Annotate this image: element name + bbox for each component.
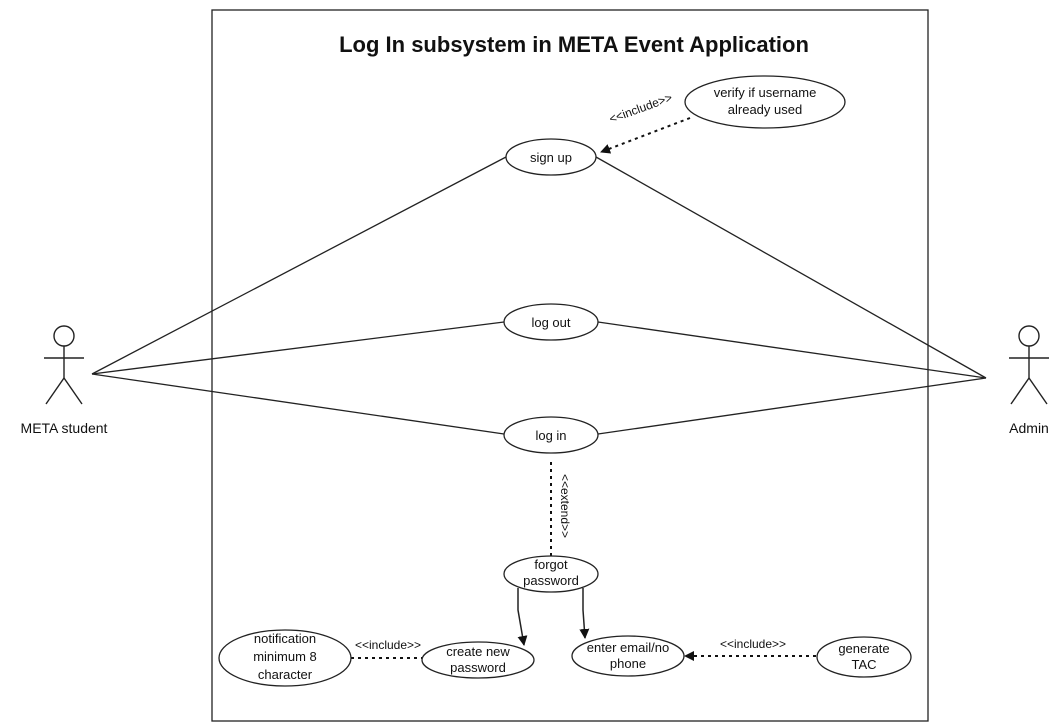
use-case-generate-tac: generate TAC — [816, 636, 912, 678]
use-case-create-new-password: create new password — [421, 641, 535, 679]
use-case-sign-up: sign up — [505, 138, 597, 176]
use-case-label: sign up — [530, 150, 572, 165]
use-case-label: minimum 8 — [253, 649, 317, 664]
use-case-label: phone — [610, 656, 646, 671]
include-verify-to-signup — [600, 117, 691, 154]
assoc-admin-login — [597, 377, 987, 435]
assoc-student-signup — [91, 156, 507, 375]
use-case-label: log in — [535, 428, 566, 443]
use-case-label: log out — [531, 315, 570, 330]
use-case-notification: notification minimum 8 character — [218, 629, 352, 687]
actor-label-student: META student — [21, 420, 108, 436]
diagram-title: Log In subsystem in META Event Applicati… — [339, 32, 809, 57]
actor-head-icon — [1018, 325, 1040, 347]
use-case-label: character — [258, 667, 313, 682]
label-include-notification: <<include>> — [355, 638, 421, 652]
use-case-label: enter email/no — [587, 640, 669, 655]
use-case-label: password — [523, 573, 579, 588]
assoc-student-login — [91, 373, 505, 435]
use-case-label: password — [450, 660, 506, 675]
label-extend-login: <<extend>> — [558, 474, 572, 538]
label-include-tac: <<include>> — [720, 637, 786, 651]
use-case-label: forgot — [534, 557, 568, 572]
associations — [91, 156, 987, 435]
use-case-label: create new — [446, 644, 510, 659]
actor-label-admin: Admin — [1009, 420, 1049, 436]
use-case-enter-email: enter email/no phone — [571, 635, 685, 677]
assoc-admin-signup — [595, 156, 987, 379]
use-case-label: generate — [838, 641, 889, 656]
arrow-forgot-to-create — [517, 588, 528, 646]
use-case-label: already used — [728, 102, 802, 117]
assoc-student-logout — [91, 321, 505, 375]
dependencies — [348, 117, 816, 661]
use-case-label: notification — [254, 631, 316, 646]
use-case-verify-username: verify if username already used — [684, 75, 846, 129]
arrow-forgot-to-email — [579, 588, 590, 639]
actor-head-icon — [53, 325, 75, 347]
actor-meta-student — [44, 325, 84, 405]
use-case-log-out: log out — [503, 303, 599, 341]
use-case-label: verify if username — [714, 85, 817, 100]
system-boundary — [211, 9, 929, 722]
use-case-log-in: log in — [503, 416, 599, 454]
flow-arrows — [517, 588, 590, 646]
actor-admin — [1009, 325, 1049, 405]
assoc-admin-logout — [597, 321, 987, 379]
use-case-forgot-password: forgot password — [503, 555, 599, 593]
use-case-label: TAC — [851, 657, 876, 672]
label-include-verify: <<include>> — [607, 90, 674, 126]
